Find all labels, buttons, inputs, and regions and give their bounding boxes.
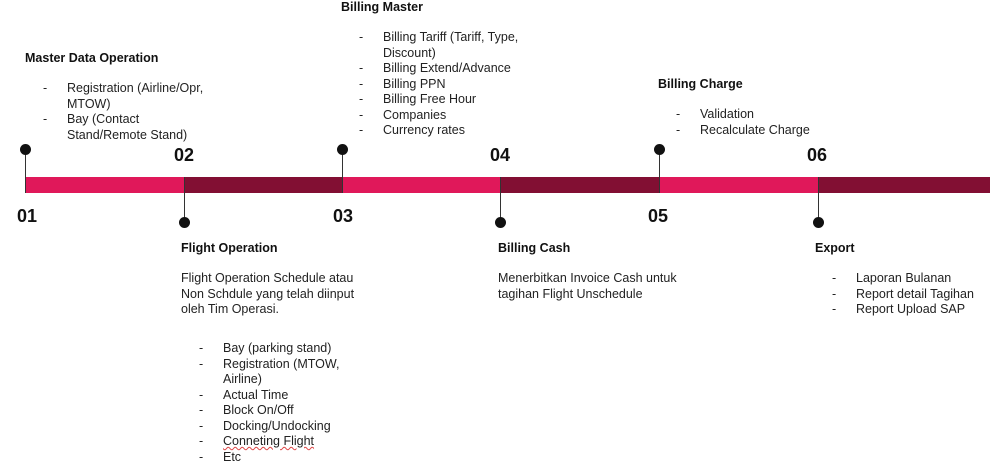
step-list-export: Laporan Bulanan Report detail Tagihan Re… [832, 271, 990, 318]
step-number-01: 01 [17, 206, 38, 226]
step-title-billing-cash: Billing Cash [498, 241, 571, 255]
timeline-segment-2 [184, 177, 342, 193]
marker-stem-03 [342, 149, 343, 193]
marker-stem-04 [500, 177, 501, 222]
marker-stem-05 [659, 149, 660, 193]
step-title-billing-master: Billing Master [341, 0, 423, 14]
marker-dot-05 [654, 144, 665, 155]
marker-dot-02 [179, 217, 190, 228]
list-item: Billing Free Hour [359, 92, 539, 108]
timeline-segment-1 [25, 177, 184, 193]
list-item: Registration (Airline/Opr, MTOW) [43, 81, 213, 112]
list-item: Billing PPN [359, 77, 539, 93]
list-item: Companies [359, 108, 539, 124]
step-title-export: Export [815, 241, 855, 255]
step-number-05: 05 [648, 206, 669, 226]
list-item: Billing Extend/Advance [359, 61, 539, 77]
marker-dot-06 [813, 217, 824, 228]
list-item: Billing Tariff (Tariff, Type, Discount) [359, 30, 539, 61]
marker-dot-01 [20, 144, 31, 155]
marker-stem-06 [818, 177, 819, 222]
marker-dot-03 [337, 144, 348, 155]
step-list-master-data-operation: Registration (Airline/Opr, MTOW) Bay (Co… [43, 81, 213, 143]
list-item: Report Upload SAP [832, 302, 990, 318]
timeline-segment-4 [500, 177, 659, 193]
step-list-flight-operation: Bay (parking stand) Registration (MTOW, … [199, 341, 349, 465]
timeline-segment-3 [342, 177, 500, 193]
list-item: Currency rates [359, 123, 539, 139]
marker-dot-04 [495, 217, 506, 228]
step-number-02: 02 [174, 145, 195, 165]
step-description-billing-cash: Menerbitkan Invoice Cash untuk tagihan F… [498, 271, 677, 301]
list-item: Etc [199, 450, 349, 466]
list-item: Actual Time [199, 388, 349, 404]
list-item: Conneting Flight [199, 434, 349, 450]
list-item: Bay (Contact Stand/Remote Stand) [43, 112, 213, 143]
step-number-04: 04 [490, 145, 511, 165]
marker-stem-01 [25, 149, 26, 193]
step-title-flight-operation: Flight Operation [181, 241, 278, 255]
list-item: Recalculate Charge [676, 123, 856, 139]
step-list-billing-charge: Validation Recalculate Charge [676, 107, 856, 138]
step-title-master-data-operation: Master Data Operation [25, 51, 159, 65]
list-item: Report detail Tagihan [832, 287, 990, 303]
timeline-segment-6 [818, 177, 990, 193]
list-item: Docking/Undocking [199, 419, 349, 435]
list-item: Block On/Off [199, 403, 349, 419]
list-item: Registration (MTOW, Airline) [199, 357, 349, 388]
step-number-03: 03 [333, 206, 354, 226]
step-description-flight-operation: Flight Operation Schedule atau Non Schdu… [181, 271, 355, 316]
step-title-billing-charge: Billing Charge [658, 77, 743, 91]
list-item: Validation [676, 107, 856, 123]
step-list-billing-master: Billing Tariff (Tariff, Type, Discount) … [359, 30, 539, 139]
marker-stem-02 [184, 177, 185, 222]
list-item: Bay (parking stand) [199, 341, 349, 357]
timeline-segment-5 [659, 177, 818, 193]
list-item-text: Conneting Flight [223, 434, 315, 448]
step-number-06: 06 [807, 145, 828, 165]
list-item: Laporan Bulanan [832, 271, 990, 287]
